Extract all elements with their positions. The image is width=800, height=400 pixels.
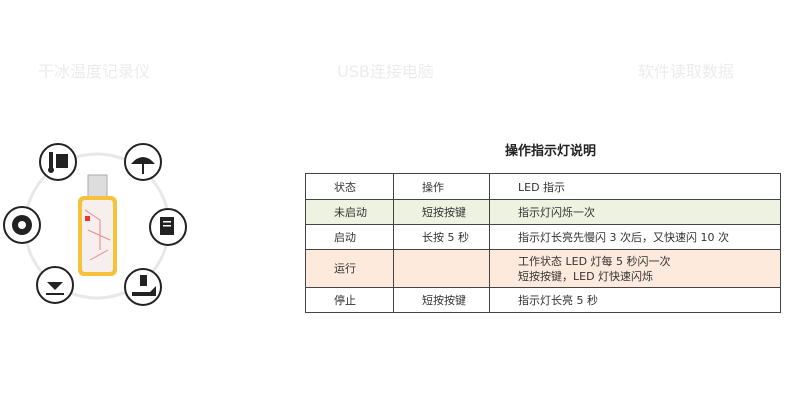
table-row: 停止 短按按键 指示灯长亮 5 秒	[305, 287, 781, 313]
table-row: 启动 长按 5 秒 指示灯长亮先慢闪 3 次后，又快速闪 10 次	[305, 224, 781, 250]
cell-operation: 长按 5 秒	[393, 224, 490, 250]
led-line: 短按按键，LED 灯快速闪烁	[518, 269, 654, 283]
header-item-usb: USB连接电脑	[337, 62, 434, 81]
led-indicator-table: 状态 操作 LED 指示 未启动 短按按键 指示灯闪烁一次 启动 长按 5 秒 …	[305, 173, 781, 313]
cell-state: 运行	[305, 249, 394, 288]
table-row: 运行 工作状态 LED 灯每 5 秒闪一次短按按键，LED 灯快速闪烁	[305, 249, 781, 288]
table-header-row: 状态 操作 LED 指示	[305, 173, 781, 200]
led-line: 工作状态 LED 灯每 5 秒闪一次	[518, 254, 671, 268]
cell-led: 工作状态 LED 灯每 5 秒闪一次短按按键，LED 灯快速闪烁	[489, 249, 781, 288]
header-led: LED 指示	[489, 173, 781, 200]
table-row: 未启动 短按按键 指示灯闪烁一次	[305, 199, 781, 225]
usb-logger-image	[78, 174, 117, 276]
product-illustration	[3, 143, 187, 306]
cell-operation	[393, 249, 490, 288]
cell-led: 指示灯长亮 5 秒	[489, 287, 781, 313]
header-item-software: 软件读取数据	[638, 62, 735, 81]
table-title: 操作指示灯说明	[505, 144, 597, 159]
cell-led: 指示灯长亮先慢闪 3 次后，又快速闪 10 次	[489, 224, 781, 250]
cell-operation: 短按按键	[393, 287, 490, 313]
header-item-logger: 干冰温度记录仪	[38, 62, 151, 81]
cell-operation: 短按按键	[393, 199, 490, 225]
cell-state: 停止	[305, 287, 394, 313]
cell-led: 指示灯闪烁一次	[489, 199, 781, 225]
cell-state: 未启动	[305, 199, 394, 225]
cell-state: 启动	[305, 224, 394, 250]
header-state: 状态	[305, 173, 394, 200]
header-operation: 操作	[393, 173, 490, 200]
